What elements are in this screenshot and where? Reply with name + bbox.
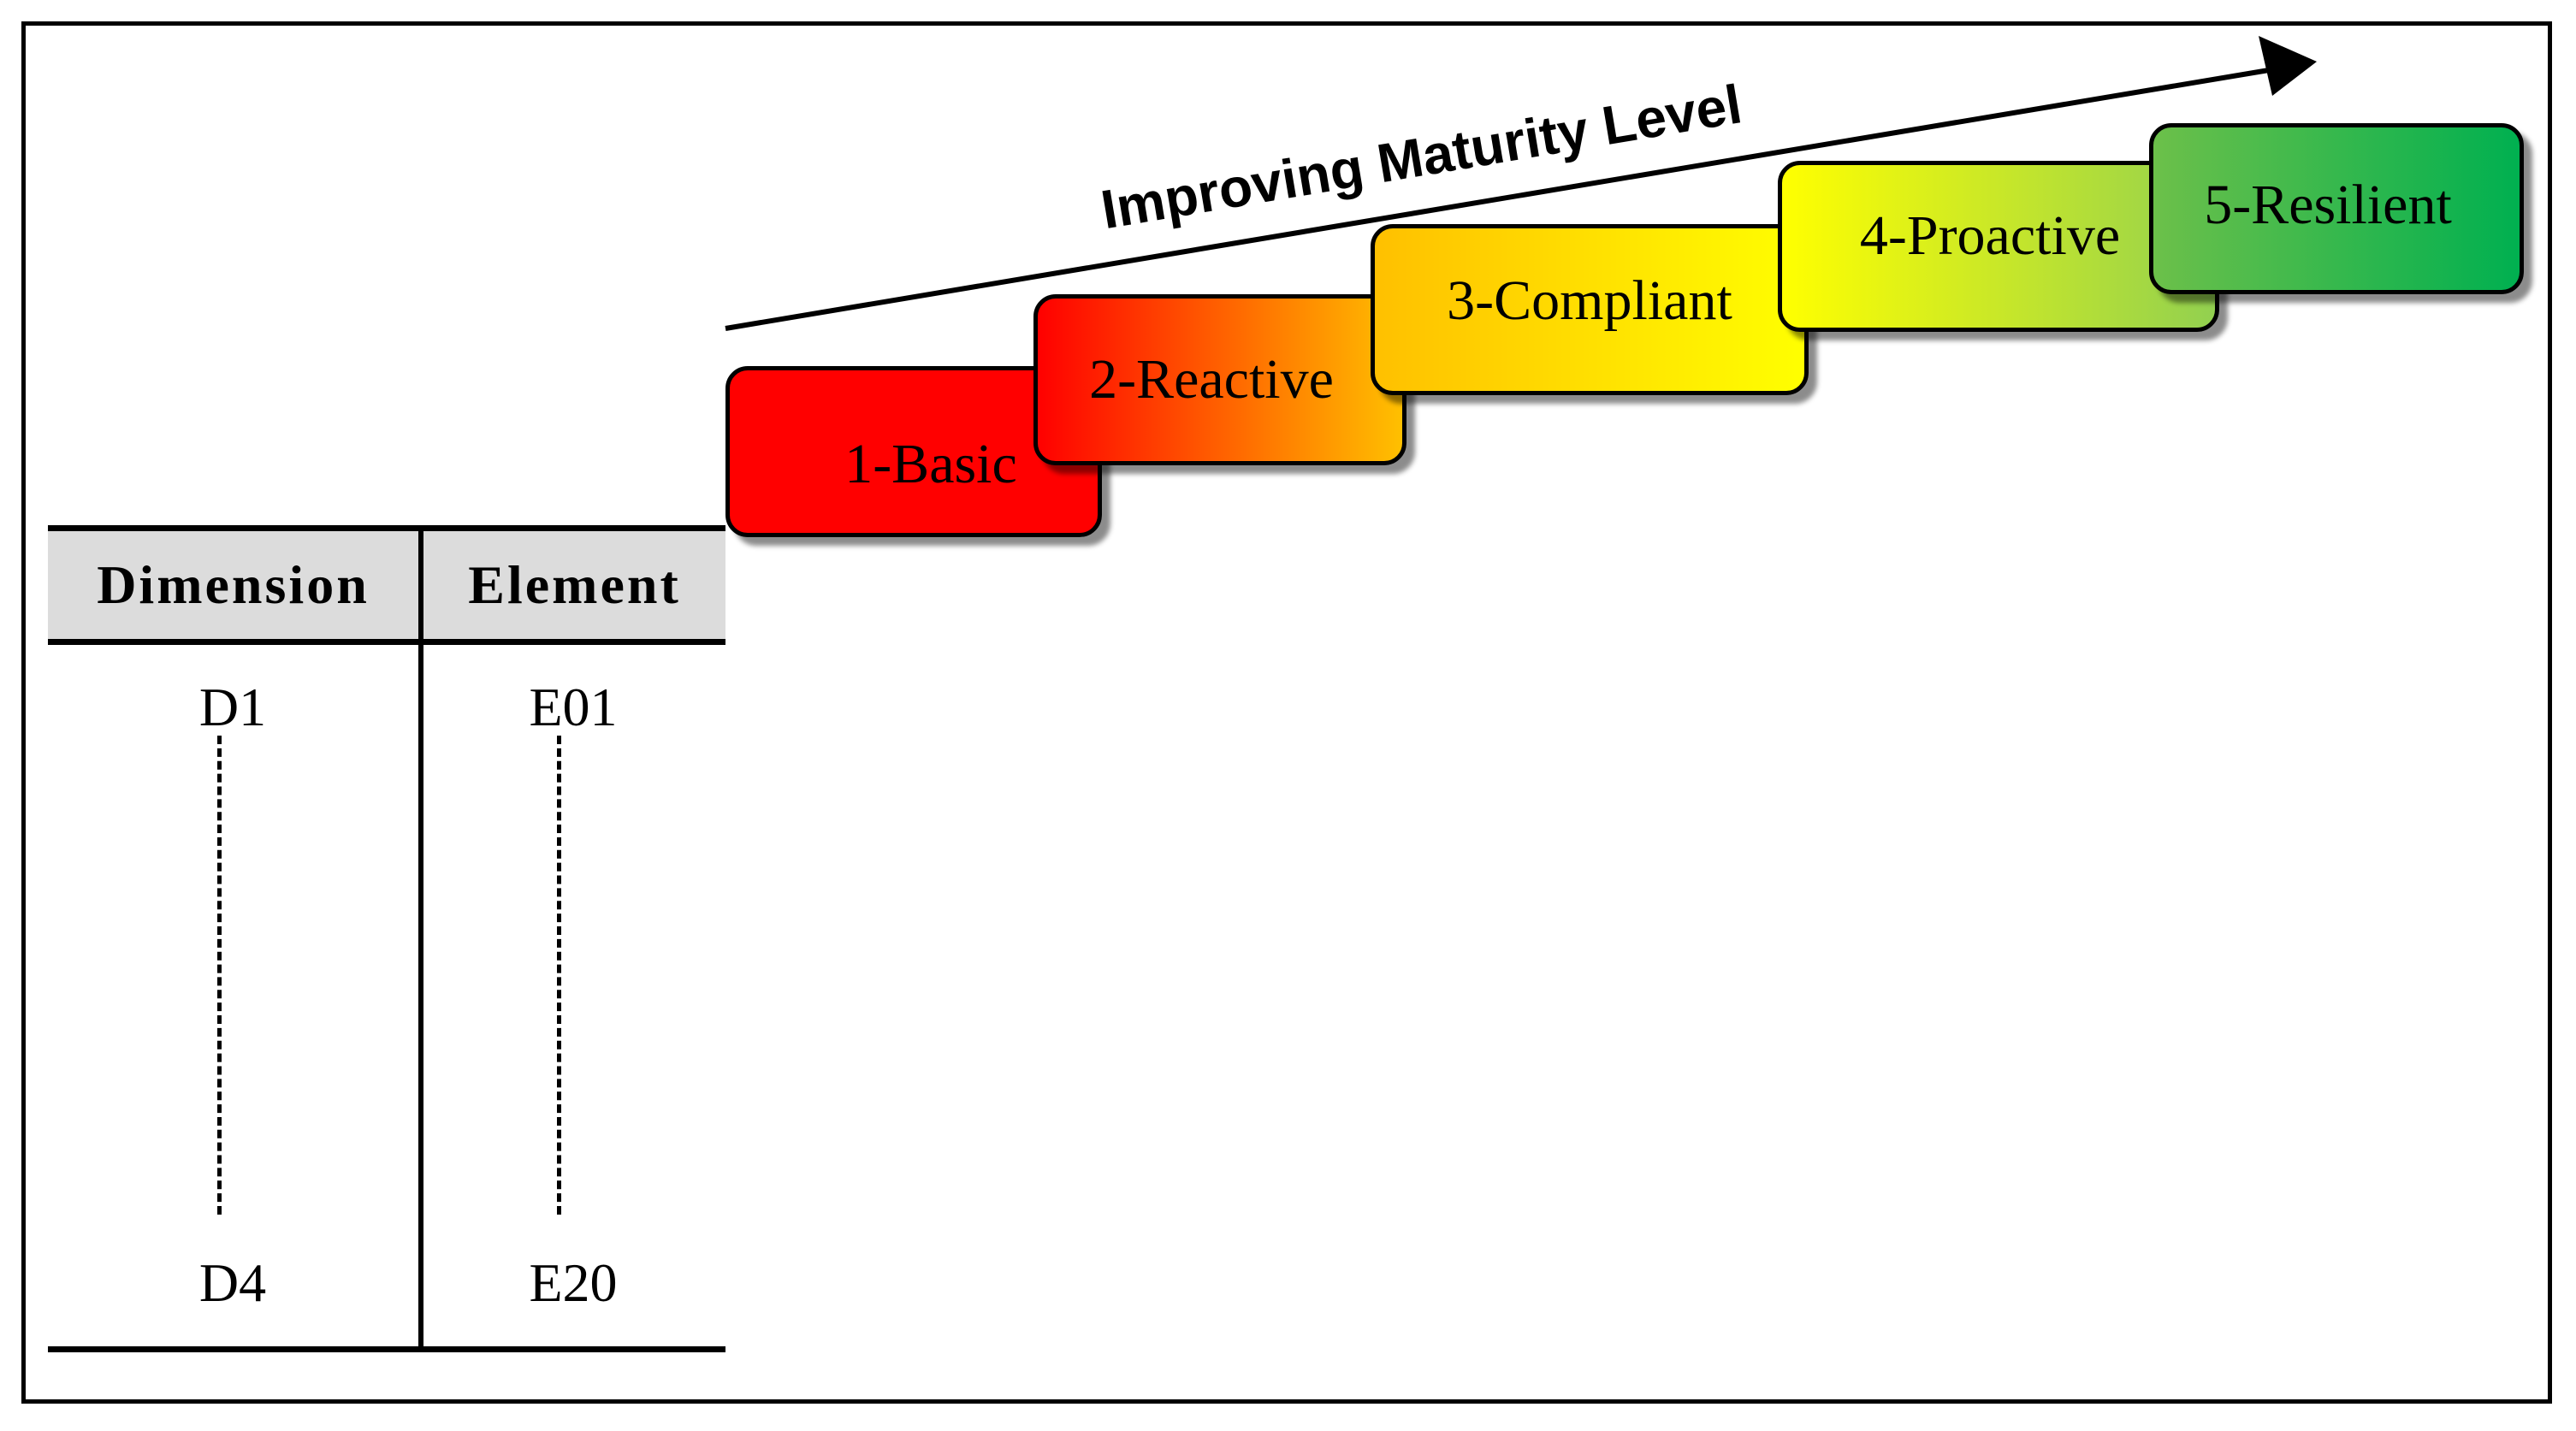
table-top-rule [48,525,725,531]
table-bottom-rule [48,1346,725,1352]
diagram-frame [21,21,2552,1404]
table-header-rule [48,639,725,645]
table-column-divider [418,525,423,1352]
maturity-level-4-label: 4-Proactive [1859,204,2121,267]
dimension-first-value: D1 [198,677,267,737]
element-first-value: E01 [529,677,618,737]
maturity-level-5-box: 5-Resilient [2149,123,2524,294]
element-last-value: E20 [529,1252,618,1313]
maturity-level-3-box: 3-Compliant [1371,224,1809,395]
maturity-level-1-box: 1-Basic [725,366,1102,537]
maturity-level-1-label: 1-Basic [844,433,1017,495]
maturity-level-2-box: 2-Reactive [1033,294,1406,465]
dimension-range-dash [217,736,222,1215]
element-column-header: Element [468,554,681,615]
element-range-dash [557,736,561,1215]
maturity-level-2-label: 2-Reactive [1089,348,1334,411]
dimension-last-value: D4 [198,1252,267,1313]
table-header-background [48,529,725,642]
dimension-column-header: Dimension [97,554,370,615]
maturity-level-5-label: 5-Resilient [2204,174,2452,236]
maturity-level-3-label: 3-Compliant [1447,269,1732,332]
